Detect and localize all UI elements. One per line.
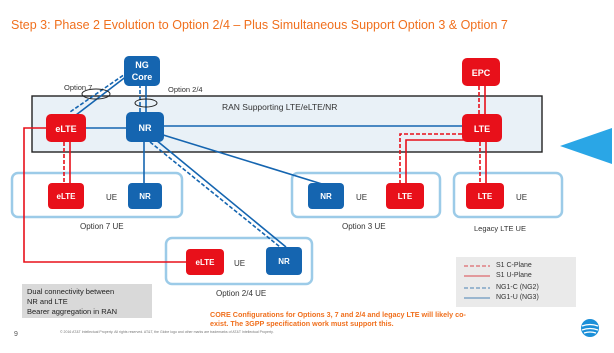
dual-connectivity-note: Dual connectivity between NR and LTE Bea… xyxy=(22,284,152,318)
legend: S1 C-Plane S1 U-Plane NG1-C (NG2) NG1-U … xyxy=(456,257,576,307)
nr-top-label: NR xyxy=(139,123,152,133)
opt3-lte-label: LTE xyxy=(398,192,413,201)
pointer-arrow xyxy=(560,128,612,164)
legacy-ue-caption: Legacy LTE UE xyxy=(474,224,526,233)
opt24-ue-label: UE xyxy=(234,259,245,268)
link-lte-opt3-c xyxy=(399,133,468,183)
note-line-1: Dual connectivity between xyxy=(27,287,115,296)
legend-ng1u-label: NG1-U (NG3) xyxy=(496,294,539,301)
option24-label: Option 2/4 xyxy=(168,85,203,94)
note-line-2: NR and LTE xyxy=(27,297,68,306)
ng-core-label-2: Core xyxy=(132,72,153,82)
opt24-nr-label: NR xyxy=(278,257,290,266)
link-nr-opt24-c xyxy=(149,141,281,248)
opt7-nr-label: NR xyxy=(139,192,151,201)
opt24-nr-node xyxy=(266,247,302,275)
slide-title: Step 3: Phase 2 Evolution to Option 2/4 … xyxy=(11,18,508,32)
page-number: 9 xyxy=(14,331,18,338)
legend-s1u-label: S1 U-Plane xyxy=(496,272,532,279)
legend-ng1c-label: NG1-C (NG2) xyxy=(496,284,539,291)
legacy-ue-label: UE xyxy=(516,193,527,202)
option24-ue-caption: Option 2/4 UE xyxy=(216,289,266,298)
lte-top-node xyxy=(462,114,502,142)
link-nr-opt3 xyxy=(159,133,323,185)
opt3-nr-node xyxy=(308,183,344,209)
att-globe-icon xyxy=(581,319,599,337)
opt24-elte-node xyxy=(186,249,224,275)
opt3-nr-label: NR xyxy=(320,192,332,201)
legacy-lte-label: LTE xyxy=(478,192,493,201)
core-configurations-note: CORE Configurations for Options 3, 7 and… xyxy=(210,310,466,328)
link-elte-opt24 xyxy=(23,127,186,263)
option7-ue-caption: Option 7 UE xyxy=(80,222,124,231)
elte-top-node xyxy=(46,114,86,142)
elte-top-label: eLTE xyxy=(55,124,76,134)
option7-label: Option 7 xyxy=(64,83,92,92)
link-lte-opt3-u xyxy=(405,139,468,183)
note-line-3: Bearer aggregation in RAN xyxy=(27,307,118,316)
lte-top-label: LTE xyxy=(474,124,490,134)
ran-bar-label: RAN Supporting LTE/eLTE/NR xyxy=(222,102,337,112)
ran-bar xyxy=(31,95,543,153)
legend-s1c-label: S1 C-Plane xyxy=(496,262,532,269)
epc-node xyxy=(462,58,500,86)
opt3-lte-node xyxy=(386,183,424,209)
opt3-ue-label: UE xyxy=(356,193,367,202)
opt24-elte-label: eLTE xyxy=(196,258,216,267)
ng-core-label-1: NG xyxy=(135,60,149,70)
ng-core-node xyxy=(124,56,160,86)
legacy-lte-node xyxy=(466,183,504,209)
epc-label: EPC xyxy=(472,68,491,78)
copyright: © 2016 AT&T Intellectual Property. All r… xyxy=(60,330,274,334)
opt7-nr-node xyxy=(128,183,162,209)
opt7-ue-label: UE xyxy=(106,193,117,202)
opt7-elte-node xyxy=(48,183,84,209)
opt7-elte-label: eLTE xyxy=(57,192,77,201)
option7-ellipse xyxy=(81,88,111,100)
nr-top-node xyxy=(126,112,164,142)
link-nr-opt24-u xyxy=(155,139,287,248)
option3-ue-caption: Option 3 UE xyxy=(342,222,386,231)
link-ng-elte-u xyxy=(75,71,133,116)
option24-ellipse xyxy=(134,98,158,108)
